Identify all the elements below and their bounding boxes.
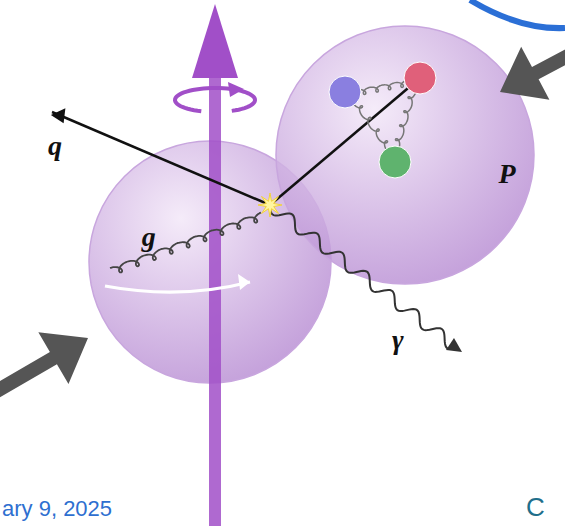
- photon-label: γ: [392, 326, 404, 354]
- spin-axis: [209, 70, 221, 526]
- quark-ball: [404, 62, 436, 94]
- photon-arrowhead: [446, 338, 462, 352]
- quark-line: [52, 112, 270, 205]
- particle-symbol: g: [142, 223, 156, 251]
- footer-text: C: [526, 494, 545, 520]
- decor-curve: [470, 0, 565, 28]
- beam-arrow: [500, 46, 565, 100]
- gluon-line: [110, 212, 261, 272]
- quark-label: q: [48, 132, 62, 160]
- photon-wave: [270, 205, 449, 349]
- gluon-swirl-head: [238, 274, 250, 290]
- collision-spark: [258, 193, 282, 217]
- sphere-body: [276, 26, 534, 284]
- quark-ball: [379, 146, 411, 178]
- quark-arrowhead: [51, 108, 71, 127]
- particle-symbol: P: [499, 160, 516, 188]
- gluon-swirl: [105, 282, 250, 292]
- quark-ball: [329, 76, 361, 108]
- beam-arrow: [0, 332, 88, 398]
- spin-arrowhead: [192, 4, 238, 78]
- date-text: ary 9, 2025: [2, 498, 112, 520]
- rotation-arrow: [175, 88, 255, 111]
- rotation-arrowhead: [228, 82, 244, 97]
